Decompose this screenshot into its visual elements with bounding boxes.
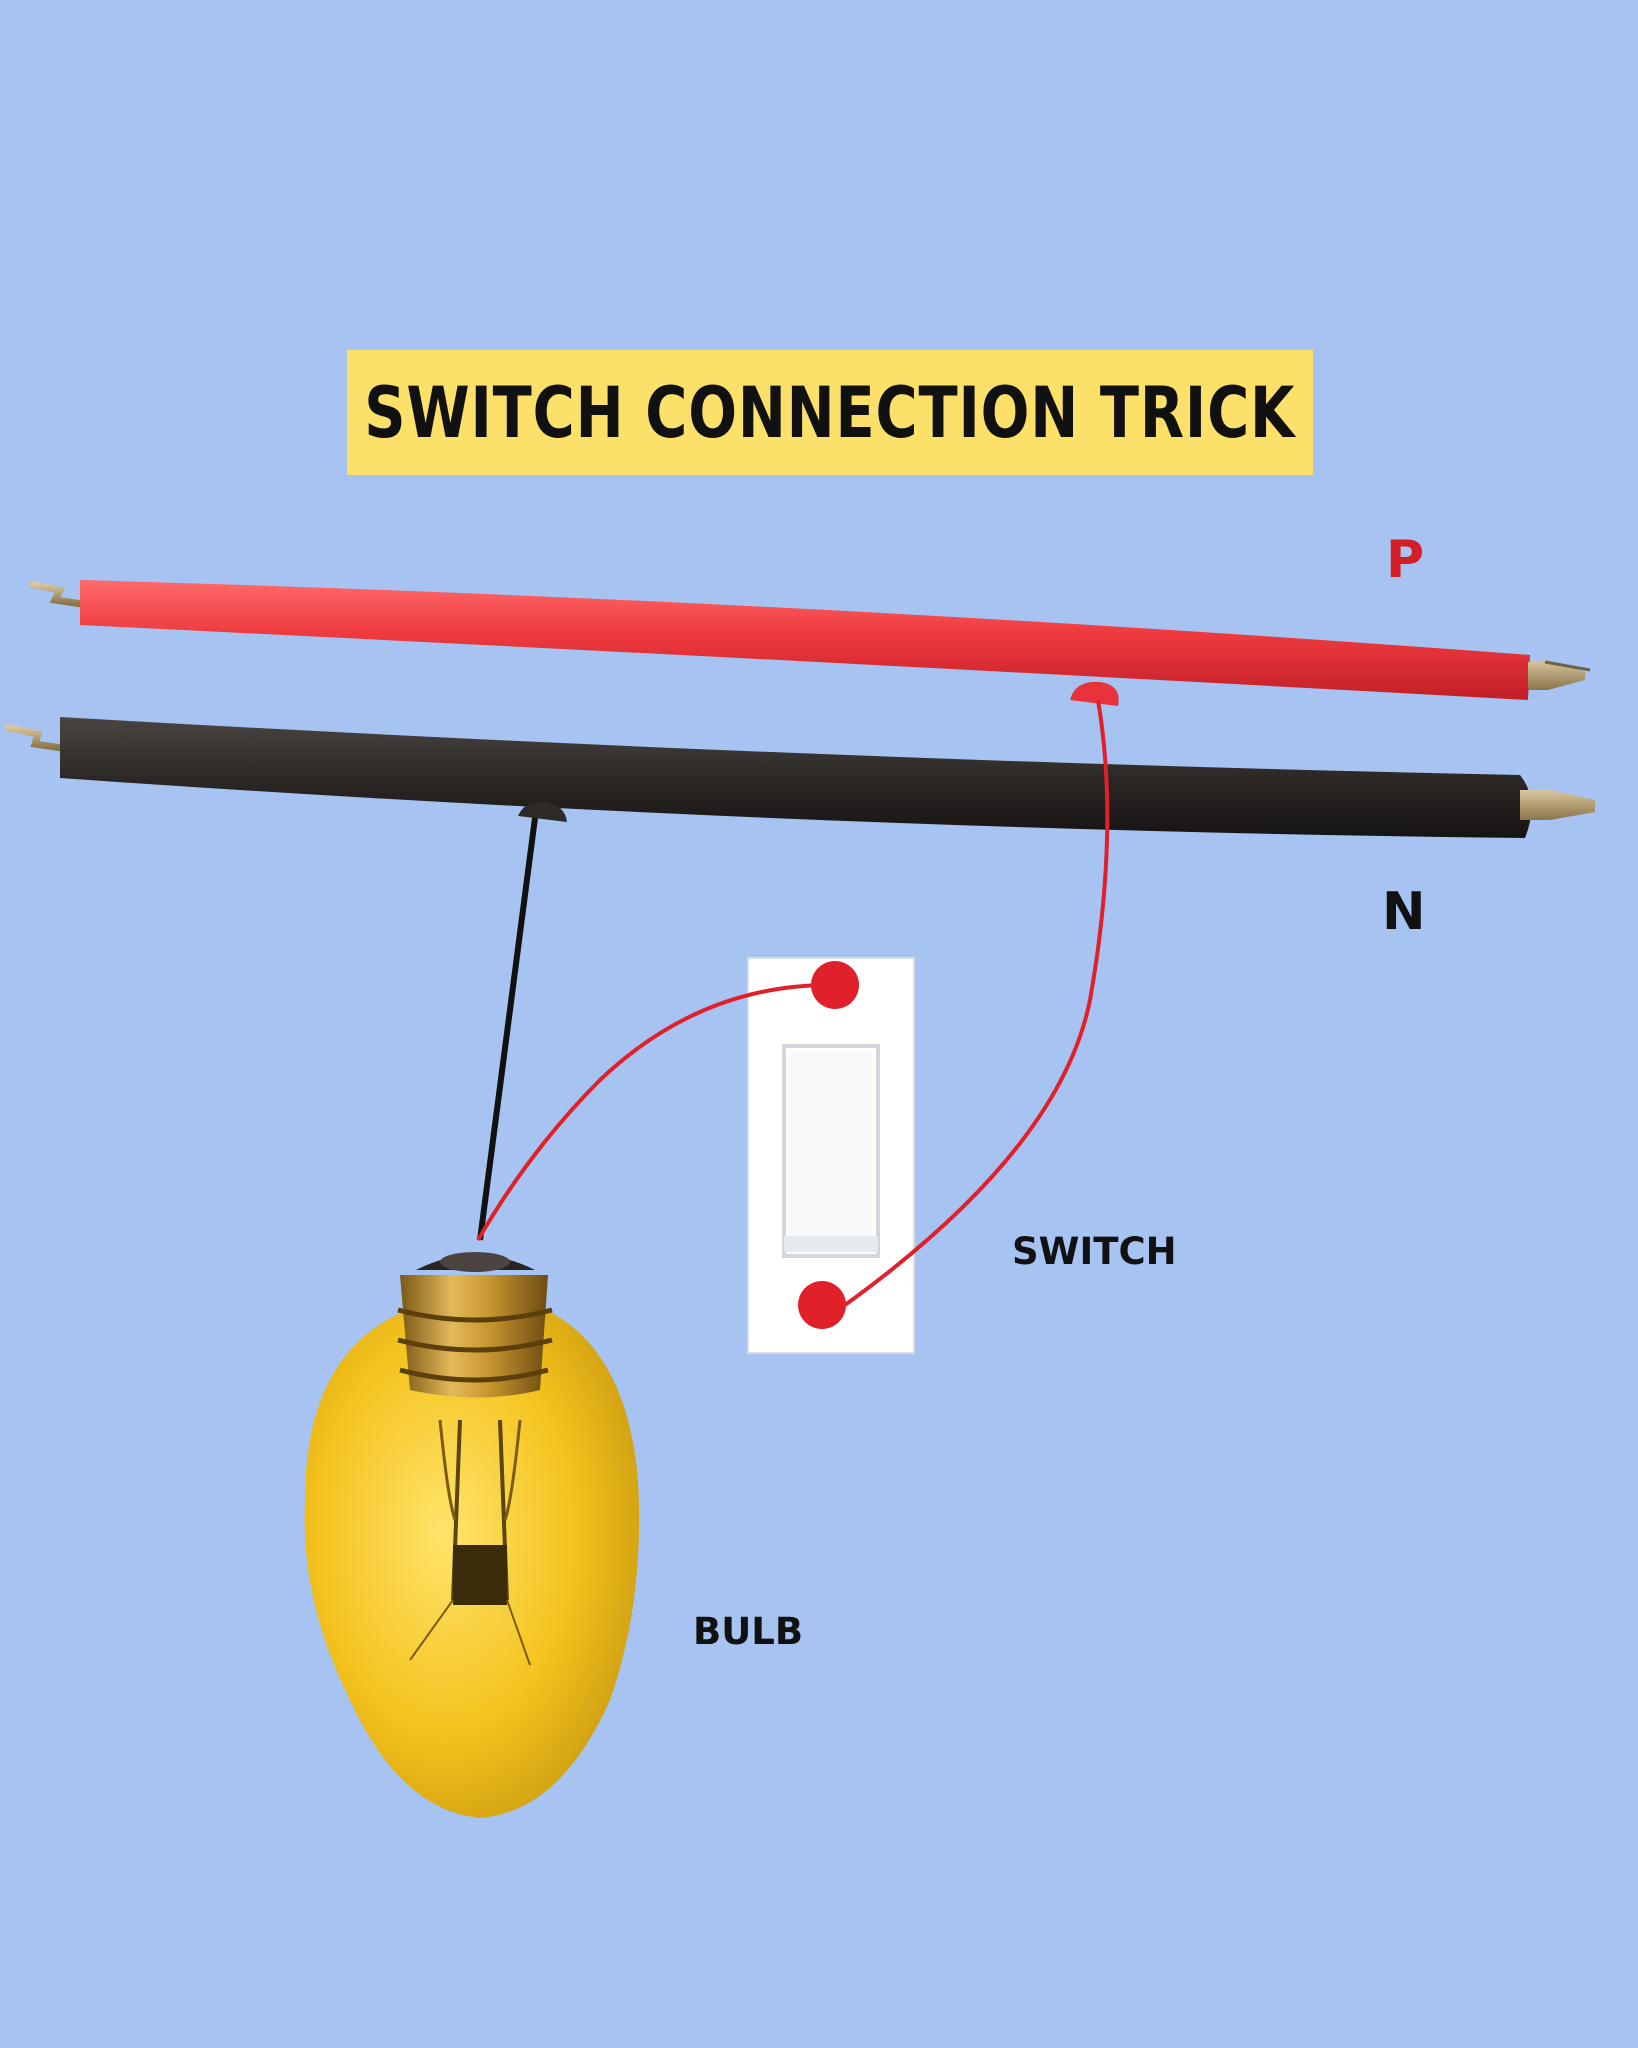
neutral-wire bbox=[4, 717, 1595, 838]
title-banner: SWITCH CONNECTION TRICK bbox=[347, 350, 1313, 475]
switch-label: SWITCH bbox=[1012, 1230, 1177, 1273]
page-title: SWITCH CONNECTION TRICK bbox=[364, 371, 1296, 454]
wall-switch-icon[interactable] bbox=[747, 957, 915, 1354]
switch-to-bulb-wire bbox=[476, 983, 831, 1242]
phase-wire bbox=[29, 580, 1591, 700]
neutral-junction bbox=[518, 801, 567, 822]
phase-label: P bbox=[1386, 530, 1425, 590]
switch-top-terminal[interactable] bbox=[811, 961, 859, 1009]
switch-bottom-terminal[interactable] bbox=[798, 1281, 846, 1329]
phase-to-switch-wire bbox=[843, 699, 1110, 1307]
phase-junction bbox=[1070, 681, 1119, 706]
light-bulb-icon bbox=[304, 1252, 640, 1818]
bulb-label: BULB bbox=[693, 1610, 804, 1653]
neutral-drop-wire bbox=[477, 817, 538, 1241]
neutral-label: N bbox=[1382, 882, 1426, 942]
